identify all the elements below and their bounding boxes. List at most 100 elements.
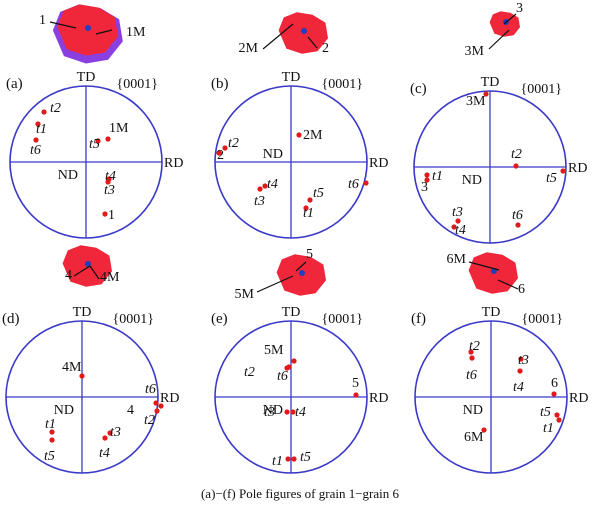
pole-point — [105, 179, 111, 185]
leader-line — [307, 36, 318, 49]
nd-label: ND — [58, 168, 78, 183]
pole-point — [35, 121, 41, 127]
pole-point — [455, 218, 461, 224]
leader-line — [468, 261, 500, 271]
point-label: t5 — [540, 405, 551, 420]
point-label: t2 — [469, 339, 480, 354]
pole-point — [49, 429, 55, 435]
pole-point — [105, 136, 111, 142]
rd-label: RD — [160, 391, 179, 406]
pole-point — [515, 222, 521, 228]
point-label: t2 — [50, 101, 61, 116]
point-label: 6 — [551, 376, 558, 391]
plane-label: {0001} — [521, 82, 562, 97]
pole-point — [286, 364, 292, 370]
plane-label: {0001} — [322, 312, 363, 327]
point-label: 1 — [108, 208, 115, 223]
point-label: t3 — [104, 183, 115, 198]
pole-point — [353, 392, 359, 398]
point-label: 5 — [352, 376, 359, 391]
pole-point — [483, 91, 489, 97]
panel-label: (f) — [411, 311, 426, 327]
grain-label: 5M — [235, 287, 255, 302]
rd-label: RD — [569, 391, 588, 406]
grain-label: 1M — [126, 25, 146, 40]
td-label: TD — [482, 305, 501, 320]
point-label: t2 — [228, 136, 239, 151]
pole-point — [481, 427, 487, 433]
pole-point — [79, 373, 85, 379]
leader-line — [95, 29, 113, 35]
td-label: TD — [73, 305, 92, 320]
plane-label: {0001} — [522, 312, 563, 327]
point-label: 4 — [127, 403, 134, 418]
pole-point — [284, 409, 290, 415]
point-label: t3 — [110, 425, 121, 440]
pole-point — [424, 172, 430, 178]
leader-line — [488, 29, 510, 50]
point-label: 2 — [217, 148, 224, 163]
pole-point — [518, 356, 524, 362]
leader-line — [262, 23, 294, 50]
point-label: 1M — [109, 121, 129, 136]
grain-marker — [85, 25, 91, 31]
leader-line — [256, 275, 294, 293]
plane-label: {0001} — [322, 77, 363, 92]
leader-line — [49, 21, 77, 29]
rd-label: RD — [568, 161, 587, 176]
pole-point — [554, 412, 560, 418]
pole-point — [285, 456, 291, 462]
pole-point — [49, 437, 55, 443]
pole-point — [158, 403, 164, 409]
td-label: TD — [77, 70, 96, 85]
point-label: t1 — [543, 421, 554, 436]
grain-label: 6 — [518, 282, 525, 297]
grain-label: 2 — [322, 41, 329, 56]
pole-point — [296, 132, 302, 138]
pole-point — [291, 358, 297, 364]
panel-label: (e) — [211, 311, 228, 327]
grain-inset-5: 5M5 — [235, 247, 326, 302]
point-label: t5 — [300, 450, 311, 465]
leader-line — [503, 13, 517, 25]
grain-label: 4 — [65, 268, 72, 283]
point-label: 6M — [464, 430, 484, 445]
pole-point — [95, 138, 101, 144]
pole-point — [560, 168, 566, 174]
grain-label: 6M — [447, 252, 467, 267]
plane-label: {0001} — [117, 77, 158, 92]
nd-label: ND — [462, 173, 482, 188]
pole-point — [154, 408, 160, 414]
point-label: t6 — [348, 177, 359, 192]
point-label: t6 — [512, 208, 523, 223]
point-label: t6 — [277, 369, 288, 384]
rd-label: RD — [164, 156, 183, 171]
grain-marker — [301, 28, 307, 34]
pole-point — [291, 456, 297, 462]
td-label: TD — [481, 75, 500, 90]
panel-label: (d) — [2, 311, 20, 327]
pole-point — [107, 430, 113, 436]
point-label: t4 — [513, 380, 524, 395]
point-label: t4 — [295, 405, 306, 420]
grain-marker — [85, 261, 91, 267]
pole-point — [222, 145, 228, 151]
grain-inset-6: 6M 6 — [447, 252, 525, 297]
figure-caption: (a)−(f) Pole figures of grain 1−grain 6 — [200, 486, 400, 501]
grain-inset-3: 3M3 — [465, 1, 523, 59]
leader-line — [497, 279, 519, 290]
grain-inset-1: 11M — [39, 4, 146, 64]
pole-point — [363, 180, 369, 186]
point-label: 2M — [303, 128, 323, 143]
point-label: t4 — [267, 177, 278, 192]
grain-label: 3 — [516, 1, 523, 16]
leader-line — [295, 261, 307, 272]
pole-point — [556, 417, 562, 423]
point-label: t3 — [518, 353, 529, 368]
point-label: t3 — [254, 194, 265, 209]
